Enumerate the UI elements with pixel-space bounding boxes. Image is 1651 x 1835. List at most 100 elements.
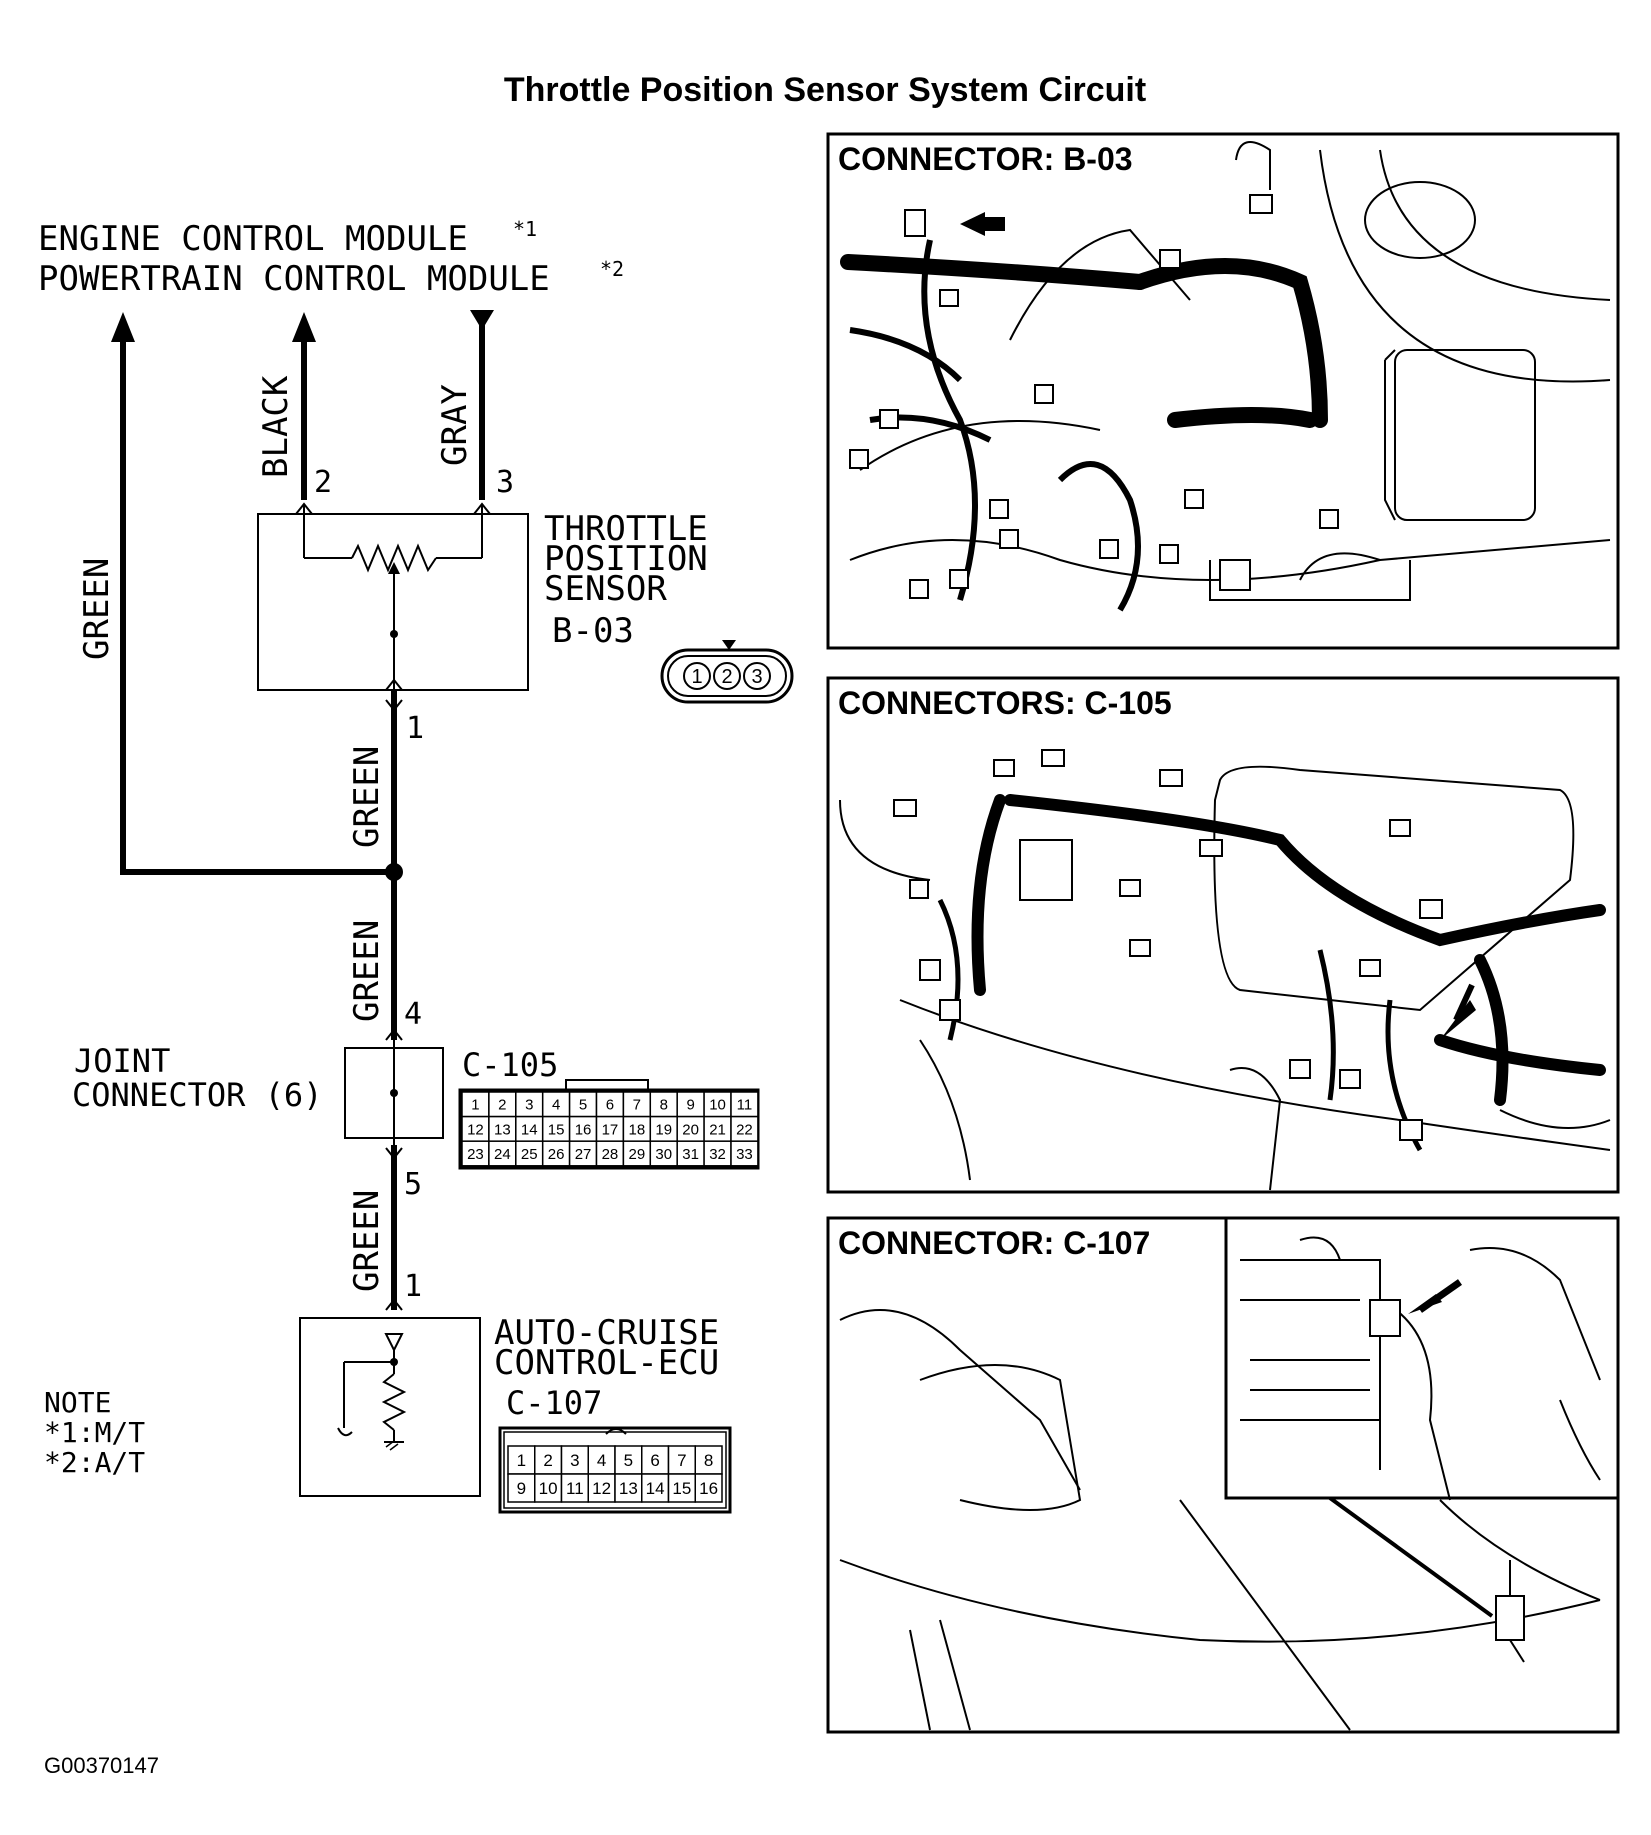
ecu-connector-code: C-107 <box>506 1384 602 1422</box>
note-line-2: *2:A/T <box>44 1446 145 1479</box>
c105-pin-label: 1 <box>471 1097 479 1114</box>
c105-pin-label: 25 <box>521 1146 538 1163</box>
c105-cell <box>622 1091 652 1118</box>
page-title: Throttle Position Sensor System Circuit <box>504 71 1146 109</box>
c105-pin-label: 9 <box>686 1097 694 1114</box>
green-wire-joint-to-ecu <box>385 1145 403 1311</box>
c107-cell <box>560 1473 589 1503</box>
c105-pin-label: 7 <box>633 1097 641 1114</box>
resistor-icon <box>351 543 437 573</box>
c105-pin-label: 24 <box>494 1146 511 1163</box>
c105-pin-label: 3 <box>525 1097 533 1114</box>
c107-cell <box>587 1445 616 1475</box>
c105-cell <box>595 1140 625 1167</box>
pin-label-tps-3: 3 <box>496 465 514 500</box>
locator-arrow-icon <box>960 212 985 236</box>
arrow-down-icon <box>470 310 494 330</box>
wire-label-gray: GRAY <box>435 384 475 466</box>
c105-pin-label: 31 <box>682 1146 699 1163</box>
c107-cell <box>667 1473 696 1503</box>
c105-pin-label: 15 <box>548 1121 565 1138</box>
c107-cell <box>667 1445 696 1475</box>
c107-pin-label: 1 <box>517 1451 526 1470</box>
tps-label-line1: THROTTLE <box>544 509 708 549</box>
key-icon <box>722 640 736 650</box>
c107-pin-label: 14 <box>646 1479 665 1498</box>
ecm-footnote-mark: *1 <box>513 217 537 241</box>
c105-pin-label: 2 <box>498 1097 506 1114</box>
panel-c105: CONNECTORS: C-105 <box>826 676 1620 1194</box>
c107-pin-label: 16 <box>699 1479 718 1498</box>
tps-component <box>257 502 529 691</box>
c107-pin-label: 5 <box>624 1451 633 1470</box>
c107-cell <box>507 1473 536 1503</box>
c105-harness <box>971 794 1606 1106</box>
black-wire <box>292 312 316 500</box>
pin-label-tps-1: 1 <box>406 711 424 746</box>
wire-label-black: BLACK <box>256 375 296 478</box>
c105-pin-label: 17 <box>602 1121 619 1138</box>
panel-c107: CONNECTOR: C-107 <box>826 1216 1620 1734</box>
green-wire-tps-to-joint <box>385 690 403 1041</box>
b03-connectors <box>849 194 1339 599</box>
c107-pin-label: 8 <box>704 1451 713 1470</box>
panel-b03-title: CONNECTOR: B-03 <box>838 141 1133 177</box>
c107-pin-label: 13 <box>619 1479 638 1498</box>
note-heading: NOTE <box>44 1386 111 1419</box>
c105-pin-label: 8 <box>660 1097 668 1114</box>
c107-pin-label: 2 <box>543 1451 552 1470</box>
pin-label-tps-2: 2 <box>314 465 332 500</box>
ecu-label-line2: CONTROL-ECU <box>494 1343 719 1383</box>
pcm-footnote-mark: *2 <box>600 257 624 281</box>
c105-cell <box>568 1140 598 1167</box>
tps-pin-3: 3 <box>751 666 762 688</box>
c105-cell <box>676 1115 705 1142</box>
c107-dash-illustration <box>839 1309 1601 1731</box>
wiper-arrow-icon <box>388 562 400 574</box>
note-line-1: *1:M/T <box>44 1416 145 1449</box>
tps-connector-code: B-03 <box>552 611 634 651</box>
c105-pin-label: 27 <box>575 1146 592 1163</box>
c107-pin-label: 9 <box>517 1479 526 1498</box>
c107-pin-label: 6 <box>650 1451 659 1470</box>
c105-cell <box>568 1091 598 1118</box>
gray-wire <box>470 310 494 500</box>
c105-pin-label: 16 <box>575 1121 592 1138</box>
joint-label-line1: JOINT <box>74 1042 170 1080</box>
c105-pin-label: 4 <box>552 1097 560 1114</box>
pin-label-joint-5: 5 <box>404 1167 422 1202</box>
c105-cell <box>488 1140 517 1167</box>
c105-connectors <box>893 749 1443 1141</box>
b03-harness <box>840 254 1328 428</box>
pcm-label: POWERTRAIN CONTROL MODULE <box>38 259 550 299</box>
panel-c105-title: CONNECTORS: C-105 <box>838 685 1172 721</box>
ecu-component <box>299 1317 481 1497</box>
ground-icon <box>384 1440 404 1451</box>
c105-cell <box>649 1140 678 1167</box>
joint-connector <box>344 1040 444 1145</box>
c105-pin-label: 10 <box>709 1097 726 1114</box>
tps-label-line2: POSITION <box>544 539 708 579</box>
c105-cell <box>541 1140 571 1167</box>
tps-pin-1: 1 <box>691 666 702 688</box>
c107-pin-label: 4 <box>597 1451 606 1470</box>
c107-pin-label: 10 <box>539 1479 558 1498</box>
c105-pin-label: 30 <box>655 1146 672 1163</box>
c105-cell <box>703 1091 732 1118</box>
callout-leader <box>1328 1496 1494 1618</box>
c105-pin-label: 28 <box>602 1146 619 1163</box>
wire-label-green-2: GREEN <box>347 920 387 1022</box>
tps-connector-face: 1 2 3 <box>660 640 794 704</box>
c105-pin-label: 33 <box>736 1146 753 1163</box>
pin-label-joint-4: 4 <box>404 997 422 1032</box>
c105-pin-label: 11 <box>737 1097 753 1114</box>
c107-pin-label: 11 <box>566 1479 584 1498</box>
joint-label-line2: CONNECTOR (6) <box>72 1076 322 1114</box>
c105-cell <box>461 1115 490 1142</box>
